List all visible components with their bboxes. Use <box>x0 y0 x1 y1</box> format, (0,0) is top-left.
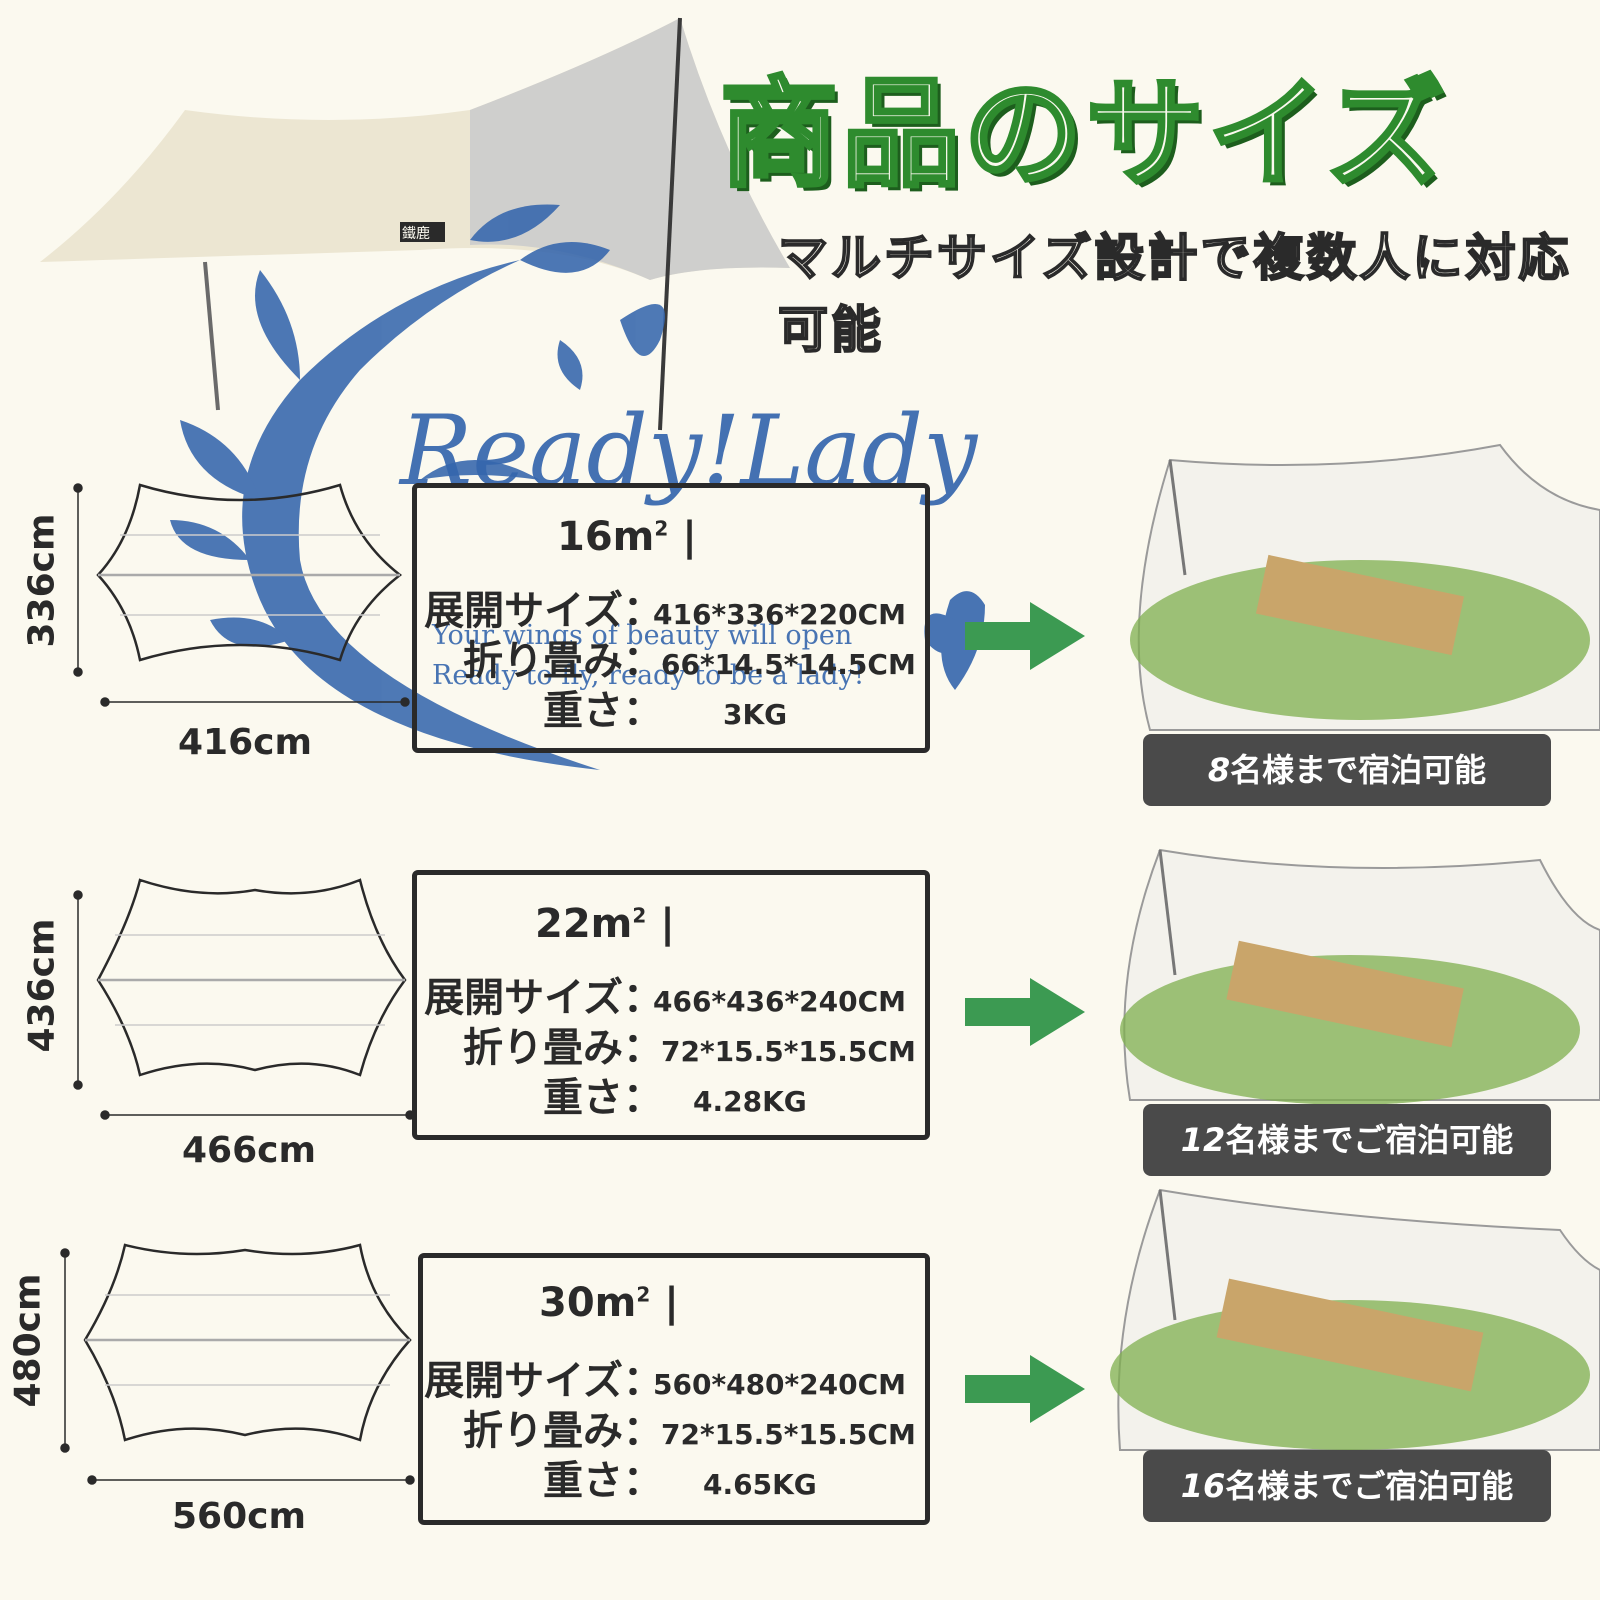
watermark-brand: Ready!Lady <box>400 395 978 507</box>
spec-label: 折り畳み <box>463 638 623 684</box>
tarp-outline-16 <box>96 483 403 662</box>
spec-row-folded: 折り畳み：72*15.5*15.5CM <box>423 1015 916 1073</box>
spec-row-weight: 重さ： 4.65KG <box>423 1448 817 1506</box>
spec-value: 560*480*240CM <box>653 1368 907 1401</box>
spec-value: 466*436*240CM <box>653 985 907 1018</box>
arrow-right-icon <box>965 1355 1085 1423</box>
area-label: 22m2 | <box>535 901 675 947</box>
arrow-right-icon <box>965 602 1085 670</box>
spec-box-22: 22m2 | 展開サイズ：466*436*240CM 折り畳み：72*15.5*… <box>412 870 930 1140</box>
depth-label-16: 336cm <box>21 513 63 648</box>
area-value: 22m <box>535 901 633 947</box>
spec-row-weight: 重さ： 4.28KG <box>423 1065 807 1123</box>
spec-value: 416*336*220CM <box>653 598 907 631</box>
scene-image-30 <box>1110 1188 1600 1451</box>
scene-image-22 <box>1120 848 1600 1105</box>
capacity-number: 12 <box>1180 1121 1226 1159</box>
capacity-text: 名様までご宿泊可能 <box>1225 1121 1514 1159</box>
spec-value: 72*15.5*15.5CM <box>661 1035 916 1068</box>
spec-label: 重さ <box>543 688 623 734</box>
area-value: 30m <box>539 1280 637 1326</box>
spec-value: 4.28KG <box>693 1085 807 1118</box>
spec-value: 4.65KG <box>703 1468 817 1501</box>
capacity-number: 16 <box>1180 1467 1226 1505</box>
spec-value: 72*15.5*15.5CM <box>661 1418 916 1451</box>
depth-label-30: 480cm <box>7 1273 49 1408</box>
area-value: 16m <box>557 514 655 560</box>
butterfly-icon <box>924 591 985 690</box>
capacity-badge-22: 12名様までご宿泊可能 <box>1143 1104 1551 1176</box>
spec-label: 重さ <box>543 1458 623 1504</box>
scene-image-16 <box>1130 443 1600 731</box>
area-superscript: 2 <box>636 1282 651 1307</box>
spec-colon: ： <box>623 1075 663 1121</box>
hero-tarp-image: 鐵鹿 <box>40 17 790 431</box>
dimension-lines <box>60 483 415 1485</box>
width-label-22: 466cm <box>182 1130 316 1171</box>
hero-tag-text: 鐵鹿 <box>402 225 430 242</box>
capacity-badge-30: 16名様までご宿泊可能 <box>1143 1450 1551 1522</box>
spec-label: 展開サイズ <box>424 1358 623 1404</box>
spec-label: 折り畳み <box>463 1408 623 1454</box>
spec-row-open: 展開サイズ：466*436*240CM <box>423 965 906 1023</box>
page-title: 商品のサイズ <box>718 62 1449 205</box>
spec-value: 66*14.5*14.5CM <box>661 648 916 681</box>
page-subtitle: マルチサイズ設計で複数人に対応可能 <box>777 227 1572 360</box>
spec-row-folded: 折り畳み：66*14.5*14.5CM <box>423 628 916 686</box>
spec-label: 展開サイズ <box>424 588 623 634</box>
area-label: 16m2 | <box>557 514 697 560</box>
spec-colon: ： <box>623 688 663 734</box>
area-superscript: 2 <box>654 516 669 541</box>
capacity-number: 8 <box>1207 751 1231 789</box>
watermark-line-2: Ready to fly, ready to be a lady! <box>432 660 865 691</box>
hero-brand-tag <box>400 222 445 242</box>
spec-colon: ： <box>623 1458 663 1504</box>
depth-label-22: 436cm <box>21 918 63 1053</box>
capacity-text: 名様まで宿泊可能 <box>1230 751 1487 789</box>
capacity-text: 名様までご宿泊可能 <box>1225 1467 1514 1505</box>
spec-row-open: 展開サイズ：416*336*220CM <box>423 578 906 636</box>
spec-value: 3KG <box>723 698 788 731</box>
spec-row-weight: 重さ： 3KG <box>423 678 787 736</box>
tarp-outline-22 <box>96 878 407 1077</box>
tarp-outline-30 <box>83 1243 412 1442</box>
arrow-right-icon <box>965 978 1085 1046</box>
spec-label: 重さ <box>543 1075 623 1121</box>
ornament-vine <box>170 204 665 770</box>
spec-box-30: 30m2 | 展開サイズ：560*480*240CM 折り畳み：72*15.5*… <box>418 1253 930 1525</box>
area-superscript: 2 <box>632 903 647 928</box>
capacity-badge-16: 8名様まで宿泊可能 <box>1143 734 1551 806</box>
watermark-line-1: Your wings of beauty will open <box>432 620 853 651</box>
spec-label: 展開サイズ <box>424 975 623 1021</box>
spec-row-folded: 折り畳み：72*15.5*15.5CM <box>423 1398 916 1456</box>
spec-box-16: 16m2 | 展開サイズ：416*336*220CM 折り畳み：66*14.5*… <box>412 483 930 753</box>
width-label-16: 416cm <box>178 722 312 763</box>
area-label: 30m2 | <box>539 1280 679 1326</box>
width-label-30: 560cm <box>172 1496 306 1537</box>
spec-row-open: 展開サイズ：560*480*240CM <box>423 1348 906 1406</box>
spec-label: 折り畳み <box>463 1025 623 1071</box>
